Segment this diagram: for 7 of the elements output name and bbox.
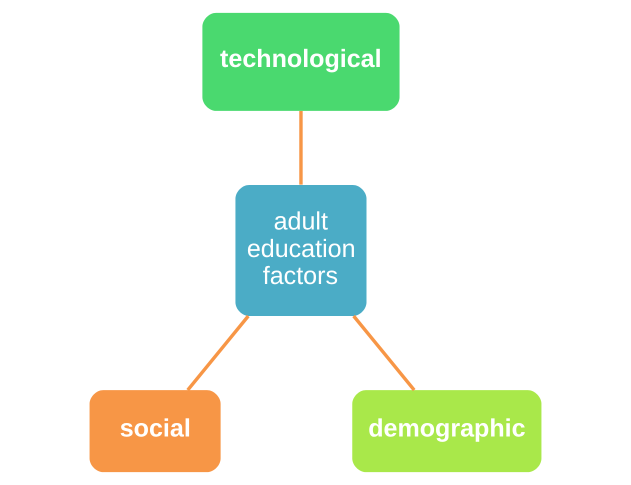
node-box: adult education factors [235,184,366,316]
node-box: social [90,390,221,472]
connector [352,314,416,392]
connector [186,314,250,392]
node-box: technological [202,12,400,111]
connector [299,111,303,185]
node-box: demographic [352,390,542,472]
